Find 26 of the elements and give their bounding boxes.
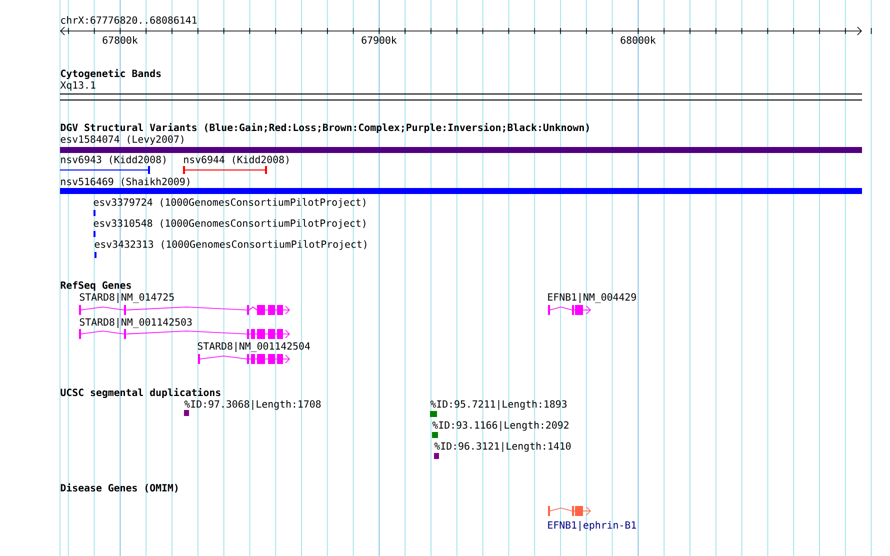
feature-label: esv3432313 (1000GenomesConsortiumPilotProject): [94, 240, 366, 250]
feature-label: %ID:97.3068|Length:1708: [184, 400, 321, 410]
gene-link: EFNB1|ephrin-B1: [548, 521, 636, 531]
feature-label: nsv6943 (Kidd2008): [61, 156, 166, 164]
track-heading: DGV Structural Variants (Blue:Gain;Red:Loss;Brown:Complex;Purple:Inversion;Black:Unknown): [60, 122, 589, 134]
feature-label: Xq13.1: [60, 81, 96, 91]
feature-label: STARD8|NM_001142503: [80, 318, 192, 328]
track-heading: UCSC segmental duplications: [60, 388, 220, 398]
feature-label: %ID:96.3121|Length:1410: [434, 442, 571, 452]
feature-label: esv3379724 (1000GenomesConsortiumPilotProject): [94, 198, 366, 208]
feature-label: %ID:95.7211|Length:1893: [430, 400, 567, 410]
feature-label: esv1584074 (Levy2007): [60, 135, 184, 145]
feature-label: %ID:93.1166|Length:2092: [432, 421, 568, 431]
coordinate-label: chrX:67776820..68086141: [61, 16, 197, 24]
axis-tick-label: 67900k: [362, 36, 397, 44]
axis-tick-label: 67800k: [102, 36, 138, 44]
axis-tick-label: 68000k: [620, 36, 656, 44]
feature-label: STARD8|NM_001142504: [198, 342, 310, 352]
feature-label: EFNB1|NM_004429: [548, 293, 636, 303]
track-heading: Cytogenetic Bands: [60, 68, 161, 80]
feature-label: nsv6944 (Kidd2008): [184, 156, 288, 164]
track-heading: RefSeq Genes: [60, 281, 131, 291]
feature-label: STARD8|NM_014725: [80, 293, 174, 303]
feature-label: esv3310548 (1000GenomesConsortiumPilotProject): [94, 219, 366, 229]
feature-label: nsv516469 (Shaikh2009): [61, 178, 190, 186]
track-heading: Disease Genes (OMIM): [60, 483, 178, 493]
